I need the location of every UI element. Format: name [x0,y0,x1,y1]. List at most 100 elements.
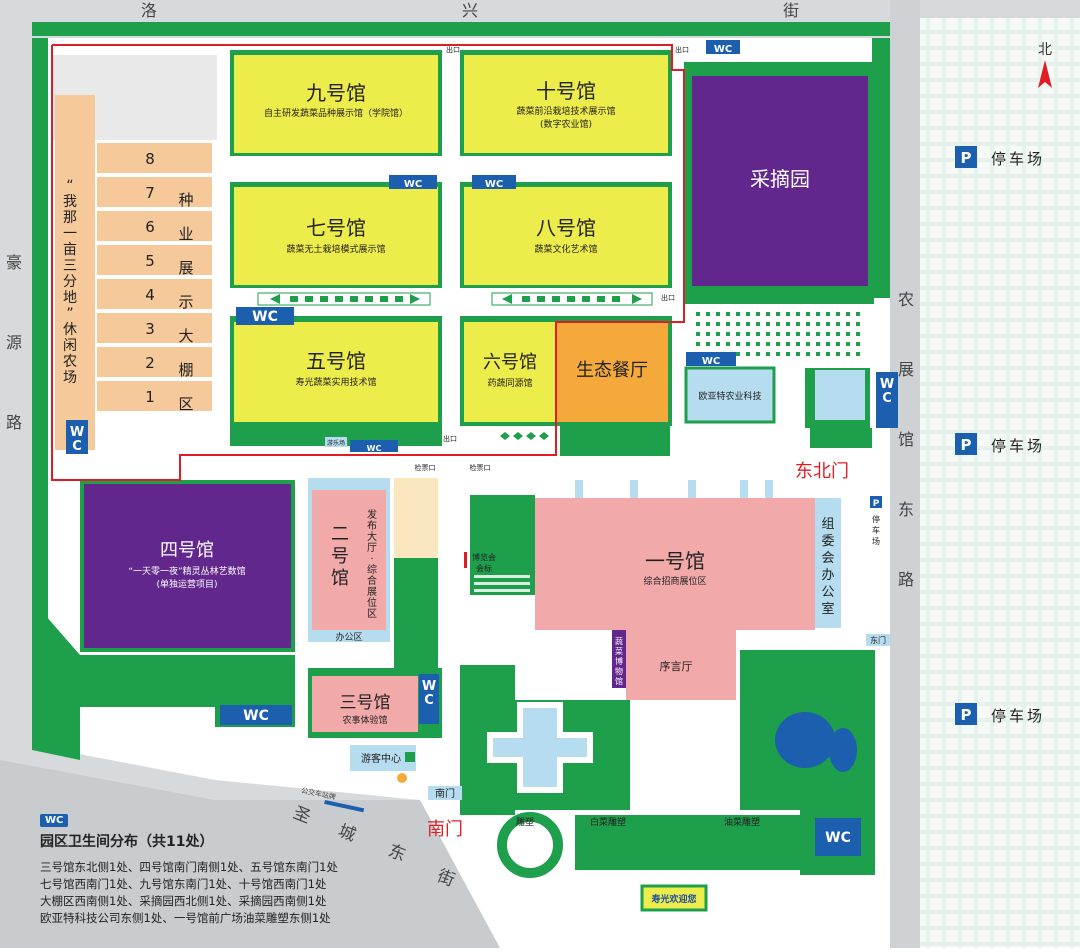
greenhouse-row[interactable] [97,313,212,343]
east-road [890,0,920,948]
wc-icon[interactable] [815,818,861,856]
wc-icon[interactable] [876,372,898,428]
oyt-building[interactable] [684,366,776,424]
wc-label: WC [367,444,382,453]
greenhouse-row-number: 8 [145,150,155,168]
garden-dot [776,342,780,346]
small-sign-box [325,437,347,447]
east-gate-box [866,634,890,646]
rapeseed-sculpture-label: 油菜雕塑 [724,816,760,828]
picking-garden[interactable] [692,76,868,286]
garden-dot [756,322,760,326]
preface-hall[interactable] [626,630,736,700]
parking-sign-small: P [870,496,882,509]
committee-label-char: 组 [821,517,834,532]
vegetable-museum[interactable] [612,630,626,688]
street-south-char: 圣 [290,803,313,828]
wc-icon[interactable] [220,705,292,725]
restaurant-label: 生态餐厅 [576,360,648,381]
cabbage-sculpture-label: 白菜雕塑 [590,816,626,828]
wc-icon[interactable] [472,175,516,189]
street-east-char: 农 [898,290,914,309]
garden-dot [796,332,800,336]
garden-dot [836,342,840,346]
hall-3-sub: 农事体验馆 [342,714,387,726]
garden-dot [836,312,840,316]
red-route [51,44,685,481]
hall-2-sub-char: 布 [367,520,377,532]
greenhouse-row[interactable] [97,211,212,241]
hall-9[interactable] [234,55,438,153]
hall-10[interactable] [464,55,668,153]
wc-icon[interactable] [389,175,437,189]
hall-8[interactable] [464,187,668,285]
garden-dot [736,312,740,316]
street-east-char: 馆 [898,430,914,449]
expo-sign-marker [464,552,467,568]
hall-1-name: 一号馆 [645,549,705,573]
first-aid-icon [405,752,415,762]
legend-line-3: 大棚区西南侧1处、采摘园西北侧1处、采摘园西南侧1处 [40,894,327,908]
legend-wc-badge: WC [40,814,69,827]
wc-icon[interactable] [66,420,88,454]
garden-dot [716,322,720,326]
legend-title: 园区卫生间分布（共11处） [40,834,214,850]
north-green-strip [32,22,890,36]
garden-dot [846,352,850,356]
parking-p: P [961,706,972,724]
wc-icon[interactable] [419,674,439,724]
greenhouse-row[interactable] [97,381,212,411]
parking-label: 停车场 [991,150,1045,168]
parking-icon [955,703,977,725]
hall-1-text: 一号馆 综合招商展位区 [643,549,706,587]
wc-icon[interactable] [236,307,294,325]
garden-dot [776,312,780,316]
hall-4[interactable] [84,484,291,648]
garden-dot [776,332,780,336]
greenhouse-row[interactable] [97,143,212,173]
hall-5[interactable] [234,322,438,422]
hall-7[interactable] [234,187,438,285]
wc-icon[interactable] [706,40,740,54]
wc-icon[interactable] [350,440,398,452]
greenhouse-row[interactable] [97,347,212,377]
hall-1-sub: 综合招商展位区 [643,575,706,587]
hall-5-sub: 寿光蔬菜实用技术馆 [295,376,376,388]
greenhouse-label-char: 棚 [178,361,193,379]
street-west-char: 路 [6,413,22,432]
garden-dot [736,352,740,356]
garden-dot [736,332,740,336]
hall-2-sub-char: 厅 [367,543,377,554]
greenhouse-row[interactable] [97,177,212,207]
garden-dot [746,322,750,326]
hall-2-tan [394,478,438,558]
hall-2[interactable] [312,490,386,630]
garden-dot [796,312,800,316]
picking-label: 采摘园 [750,167,810,191]
hall-10-name: 十号馆 [536,79,596,103]
hall-3[interactable] [312,676,418,732]
picking-south-green [684,292,874,304]
hall-5-text: 五号馆 寿光蔬菜实用技术馆 [295,349,376,388]
greenhouse-row[interactable] [97,279,212,309]
hall-1[interactable] [535,498,815,630]
hall-4-name: 四号馆 [160,540,214,561]
garden-dot [826,312,830,316]
greenhouse-row[interactable] [97,245,212,275]
east-green-strip [872,38,890,298]
ticket-label-2: 检票口 [470,463,491,472]
garden-dot [836,332,840,336]
parking-small-char: 场 [872,537,880,546]
farm-label-char: “ [66,178,73,194]
garden-dot [856,322,860,326]
info-icon [397,773,407,783]
wc-legend: WC 园区卫生间分布（共11处） 三号馆东北侧1处、四号馆南门南侧1处、五号馆东… [40,808,370,927]
restaurant[interactable] [556,322,668,422]
legend-line-2: 七号馆西南门1处、九号馆东南门1处、十号馆西南门1处 [40,877,327,891]
hall-2-name-char: 馆 [331,568,349,589]
parking-sign-3: P 停车场 [955,703,1042,725]
committee-office[interactable] [815,498,841,628]
street-east-char: 路 [898,570,914,589]
wc-icon[interactable] [686,352,736,366]
hall-6[interactable] [464,322,556,422]
